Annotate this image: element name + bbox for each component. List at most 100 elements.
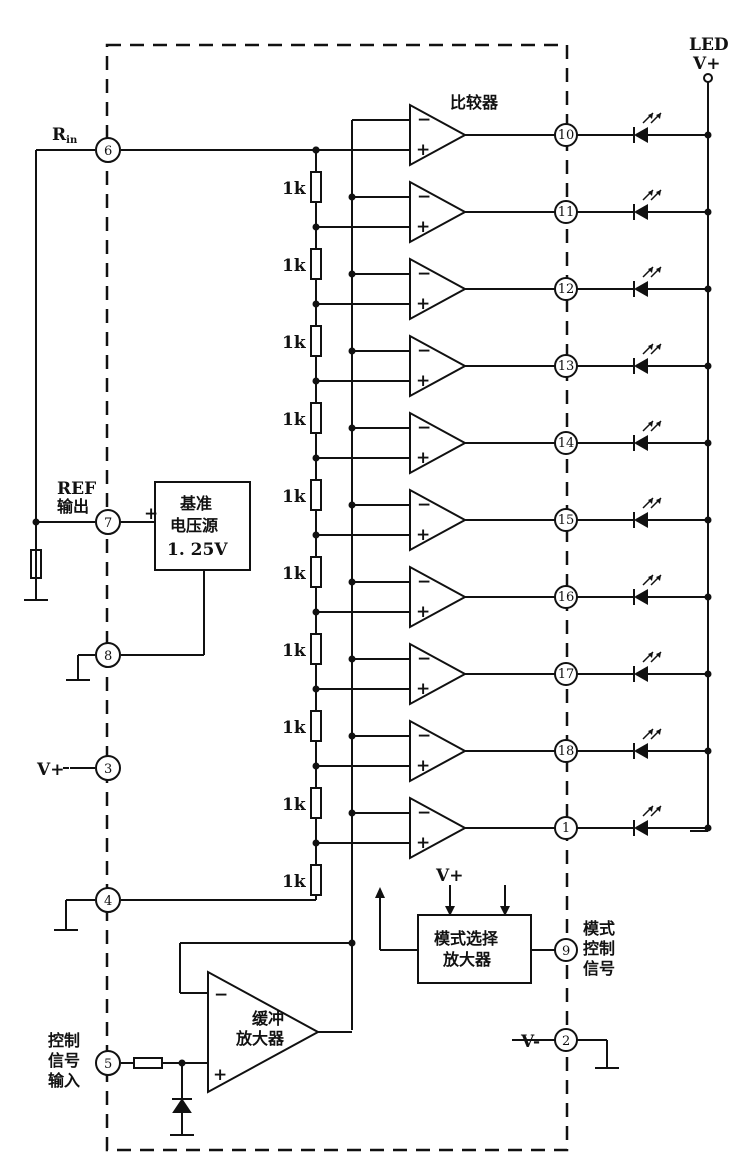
comparator-plus-sign: + <box>416 294 430 314</box>
buffer-label-1: 缓冲 <box>251 1009 284 1028</box>
ladder-resistor <box>310 325 322 357</box>
pin-9 <box>554 938 578 962</box>
ladder-resistor-label: 1k <box>282 872 307 892</box>
ctrl-input-label-1: 控制 <box>48 1031 80 1050</box>
ladder-resistor <box>310 171 322 203</box>
ladder-resistor <box>310 710 322 742</box>
ladder-resistor <box>310 633 322 665</box>
comparator-minus-sign: − <box>417 495 431 515</box>
led-diode <box>634 127 648 143</box>
pin-9-number: 9 <box>562 944 570 959</box>
reference-label-1: 基准 <box>179 494 212 513</box>
reference-block <box>154 481 251 571</box>
led-diode <box>634 512 648 528</box>
vplus-label: V+ <box>36 760 64 780</box>
led-diode <box>634 358 648 374</box>
pin-3-number: 3 <box>104 762 112 777</box>
pin-3 <box>95 755 121 781</box>
led-diode <box>634 666 648 682</box>
comparator-plus-sign: + <box>416 679 430 699</box>
comparator <box>409 719 468 783</box>
comparator-minus-sign: − <box>417 649 431 669</box>
ref-label-2: 输出 <box>57 497 89 516</box>
comparator <box>409 796 468 860</box>
comparator-plus-sign: + <box>416 756 430 776</box>
comparator-plus-sign: + <box>416 602 430 622</box>
output-pin-number: 15 <box>558 513 575 528</box>
comparator-plus-sign: + <box>416 525 430 545</box>
pin-6-number: 6 <box>104 144 112 159</box>
comparator-minus-sign: − <box>417 418 431 438</box>
comparator <box>409 411 468 475</box>
ctrl-input-label-3: 输入 <box>48 1071 80 1090</box>
led-diode <box>634 435 648 451</box>
ladder-resistor <box>310 556 322 588</box>
output-pin-number: 14 <box>558 436 575 451</box>
output-pin-number: 1 <box>562 821 570 836</box>
output-pin-number: 11 <box>558 205 575 220</box>
ladder-resistor-label: 1k <box>282 795 307 815</box>
output-pin-number: 13 <box>558 359 575 374</box>
led-supply-label-2: V+ <box>692 54 720 74</box>
comparator <box>409 488 468 552</box>
mode-amp-vplus: V+ <box>435 866 463 886</box>
pin-8-number: 8 <box>104 649 112 664</box>
led-diode <box>634 589 648 605</box>
vminus-label: V- <box>520 1032 540 1052</box>
comparator <box>409 334 468 398</box>
buffer-minus-sign: − <box>214 985 228 1005</box>
comparator <box>409 565 468 629</box>
ladder-resistor-label: 1k <box>282 179 307 199</box>
buffer-label-2: 放大器 <box>235 1029 285 1048</box>
ref-plus-sign: + <box>144 504 158 524</box>
led-diode <box>634 743 648 759</box>
mode-control-label-1: 模式 <box>583 919 615 938</box>
buffer-amplifier <box>207 970 321 1094</box>
ladder-resistor-label: 1k <box>282 333 307 353</box>
output-pin-number: 10 <box>558 128 575 143</box>
ladder-resistor-label: 1k <box>282 641 307 661</box>
ladder-resistor-label: 1k <box>282 718 307 738</box>
comparator-minus-sign: − <box>417 572 431 592</box>
ladder-resistor <box>310 864 322 896</box>
ladder-resistor <box>310 479 322 511</box>
reference-label-3: 1. 25V <box>167 540 228 560</box>
pin-2-number: 2 <box>562 1034 570 1049</box>
output-pin-number: 18 <box>558 744 575 759</box>
comparator <box>409 257 468 321</box>
comparator-plus-sign: + <box>416 833 430 853</box>
pin-8 <box>95 642 121 668</box>
comparator-plus-sign: + <box>416 371 430 391</box>
comparator-title: 比较器 <box>450 93 499 112</box>
output-pin-number: 16 <box>558 590 575 605</box>
pin-4-number: 4 <box>104 894 112 909</box>
comparator-minus-sign: − <box>417 187 431 207</box>
buffer-plus-sign: + <box>213 1065 227 1085</box>
zener-diode <box>172 1098 192 1113</box>
ladder-resistor-label: 1k <box>282 256 307 276</box>
pin-6 <box>95 137 121 163</box>
ladder-resistor-label: 1k <box>282 410 307 430</box>
pin-7-number: 7 <box>104 516 112 531</box>
output-pin-number: 12 <box>558 282 575 297</box>
comparator-minus-sign: − <box>417 264 431 284</box>
ref-label-1: REF <box>57 479 96 499</box>
comparator-plus-sign: + <box>416 217 430 237</box>
comparator-minus-sign: − <box>417 341 431 361</box>
comparator-minus-sign: − <box>417 803 431 823</box>
pin-5 <box>95 1050 121 1076</box>
comparator-plus-sign: + <box>416 140 430 160</box>
input-resistor <box>133 1057 163 1069</box>
led-diode <box>634 820 648 836</box>
mode-amp-label-2: 放大器 <box>442 950 492 969</box>
reference-label-2: 电压源 <box>170 516 218 535</box>
ladder-resistor-label: 1k <box>282 487 307 507</box>
pin-5-number: 5 <box>104 1057 112 1072</box>
led-diode <box>634 281 648 297</box>
comparator <box>409 103 468 167</box>
ladder-resistor <box>310 402 322 434</box>
pin-2 <box>554 1028 578 1052</box>
mode-control-label-2: 控制 <box>583 939 615 958</box>
comparator <box>409 642 468 706</box>
